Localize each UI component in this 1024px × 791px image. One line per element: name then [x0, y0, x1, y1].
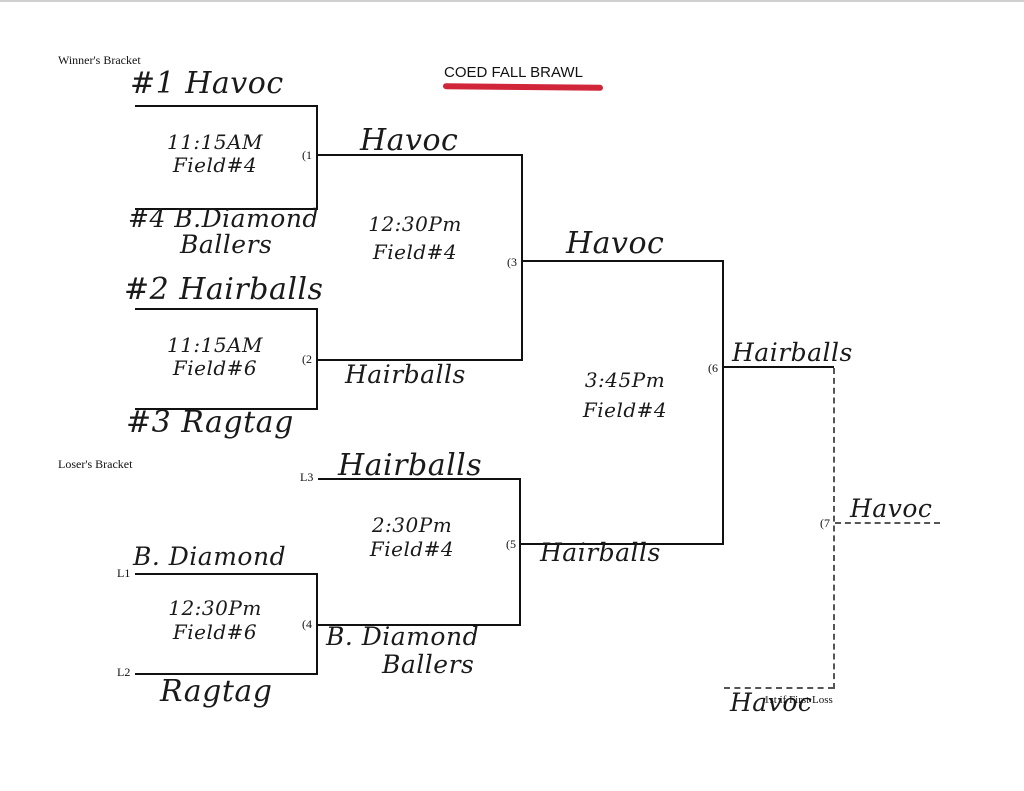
- seed3-team: #3 Ragtag: [126, 405, 294, 440]
- g6-bottom-line: [521, 543, 724, 545]
- g5-bottom-line: [318, 624, 521, 626]
- game5-number: (5: [506, 537, 516, 551]
- seed1-team: #1 Havoc: [130, 66, 284, 101]
- first-loss-note: 1st if First Loss: [764, 694, 833, 706]
- game4-number: (4: [302, 617, 312, 631]
- loser-slot-l1: L1: [117, 566, 131, 580]
- game6-number: (6: [708, 361, 718, 375]
- first-loss-team: Havoc: [730, 688, 813, 717]
- g7-winner-dashed-line: [835, 522, 940, 524]
- g4-field: Field#6: [172, 620, 258, 644]
- g5-time: 2:30Pm: [371, 513, 453, 537]
- g1-connector: [316, 105, 318, 210]
- g1-bottom-line: [135, 208, 318, 210]
- g6-top-line: [521, 260, 724, 262]
- g4-time: 12:30Pm: [168, 596, 262, 620]
- title-red-underline: [442, 83, 604, 91]
- g3-connector: [521, 154, 523, 361]
- g7-winner: Havoc: [850, 494, 933, 523]
- g2-top-line: [135, 308, 318, 310]
- g2-connector: [316, 308, 318, 410]
- g6-connector: [722, 260, 724, 545]
- losers-bracket-label: Loser's Bracket: [58, 457, 133, 471]
- first-loss-dashed-line: [724, 687, 834, 689]
- g5-field: Field#4: [369, 537, 455, 561]
- game2-number: (2: [302, 352, 312, 366]
- game7-number: (7: [820, 516, 830, 530]
- g1-top-line: [135, 105, 318, 107]
- g3-time: 12:30Pm: [368, 212, 462, 236]
- g6-field: Field#4: [582, 398, 668, 422]
- g4-winner-line2: Ballers: [382, 650, 475, 679]
- g3-top-line: [318, 154, 523, 156]
- g1-field: Field#4: [172, 153, 258, 177]
- g4-winner-line1: B. Diamond: [326, 622, 480, 651]
- page-top-edge: [0, 0, 1024, 2]
- g4-connector: [316, 573, 318, 675]
- seed4-team-line1: #4 B.Diamond: [128, 204, 319, 233]
- g3-field: Field#4: [372, 240, 458, 264]
- game3-number: (3: [507, 255, 517, 269]
- g4-bottom-line: [135, 673, 318, 675]
- g6-winner-line: [722, 366, 834, 368]
- bracket-title: COED FALL BRAWL: [444, 64, 583, 81]
- g2-winner: Hairballs: [345, 360, 466, 389]
- g7-dashed-connector: [833, 368, 835, 689]
- g4-top-line: [135, 573, 318, 575]
- g1-winner: Havoc: [360, 123, 459, 158]
- game1-number: (1: [302, 148, 312, 162]
- loser-slot-l3: L3: [300, 470, 314, 484]
- g2-field: Field#6: [172, 356, 258, 380]
- g6-time: 3:45Pm: [584, 368, 666, 392]
- l3-team: Hairballs: [338, 448, 483, 483]
- g2-bottom-line: [135, 408, 318, 410]
- g1-time: 11:15AM: [166, 130, 264, 154]
- loser-slot-l2: L2: [117, 665, 131, 679]
- g5-winner: Hairballs: [540, 538, 661, 567]
- g3-bottom-line: [318, 359, 523, 361]
- g2-time: 11:15AM: [166, 333, 264, 357]
- seed4-team-line2: Ballers: [180, 230, 273, 259]
- g5-top-line: [318, 478, 521, 480]
- g3-winner: Havoc: [566, 226, 665, 261]
- g5-connector: [519, 478, 521, 626]
- winners-bracket-label: Winner's Bracket: [58, 53, 141, 67]
- l2-team: Ragtag: [160, 674, 273, 709]
- seed2-team: #2 Hairballs: [124, 272, 324, 307]
- l1-team: B. Diamond: [133, 542, 287, 571]
- g6-winner: Hairballs: [732, 338, 853, 367]
